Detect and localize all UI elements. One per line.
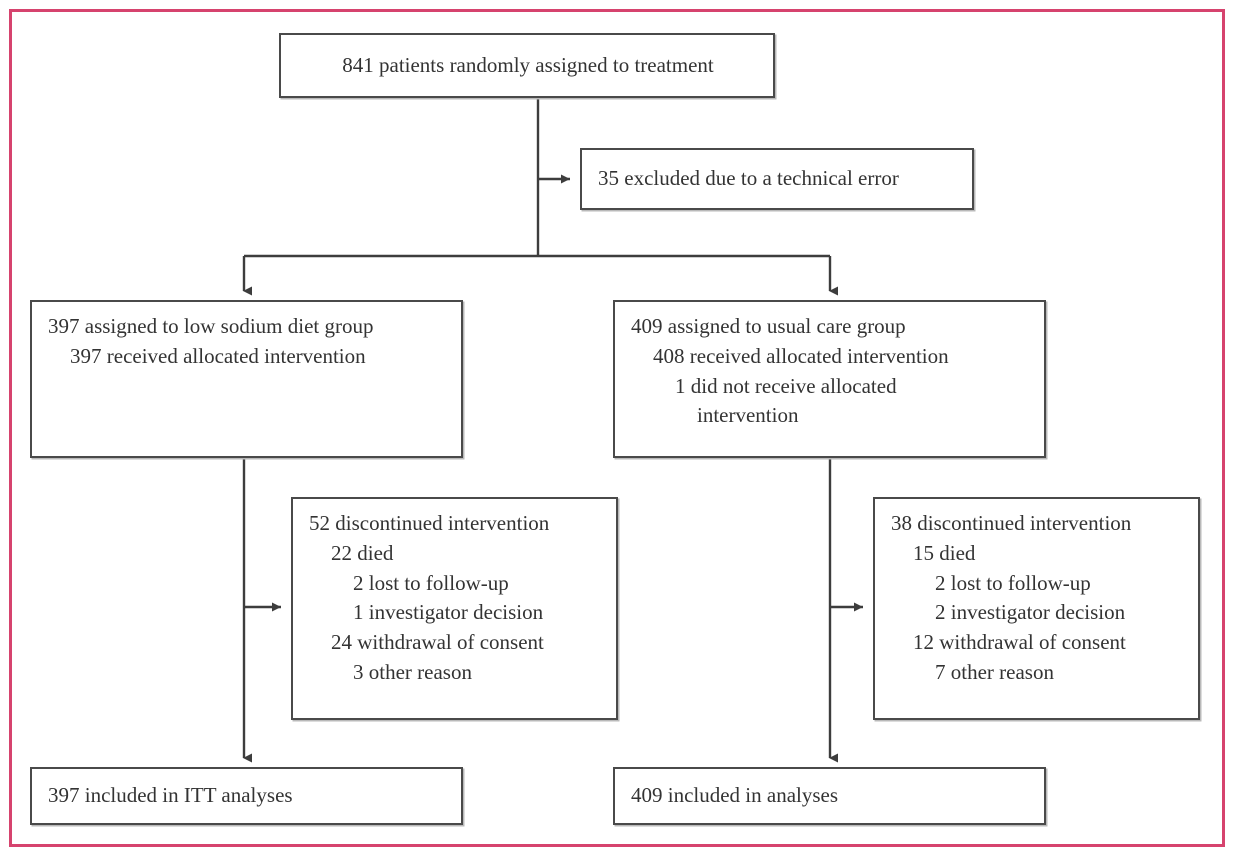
randomised-label: 841 patients randomly assigned to treatm… [342, 52, 714, 77]
discontinued-right-line-2: 15 died [913, 540, 976, 565]
allocation-right-line-3: 1 did not receive allocated [675, 373, 897, 398]
allocation-right-line-2: 408 received allocated intervention [653, 343, 949, 368]
node-analysis-usual-care: 409 included in analyses [613, 767, 1046, 825]
allocation-left-line-2: 397 received allocated intervention [70, 343, 366, 368]
discontinued-right-line-5: 12 withdrawal of consent [913, 630, 1126, 655]
node-randomised: 841 patients randomly assigned to treatm… [279, 33, 775, 98]
node-discontinued-low-sodium-diet: 52 discontinued intervention 22 died 2 l… [291, 497, 618, 720]
discontinued-left-line-4: 1 investigator decision [353, 600, 544, 625]
node-allocation-low-sodium-diet: 397 assigned to low sodium diet group 39… [30, 300, 463, 458]
discontinued-right-line-3: 2 lost to follow-up [935, 570, 1091, 595]
discontinued-left-line-2: 22 died [331, 540, 394, 565]
node-discontinued-usual-care: 38 discontinued intervention 15 died 2 l… [873, 497, 1200, 720]
excluded-label: 35 excluded due to a technical error [598, 166, 899, 191]
allocation-left-line-1: 397 assigned to low sodium diet group [48, 314, 374, 338]
analysis-right-label: 409 included in analyses [631, 783, 839, 808]
discontinued-right-line-6: 7 other reason [935, 660, 1054, 685]
discontinued-left-line-3: 2 lost to follow-up [353, 570, 509, 595]
discontinued-right-line-4: 2 investigator decision [935, 600, 1126, 625]
discontinued-left-line-1: 52 discontinued intervention [309, 511, 550, 535]
discontinued-left-line-6: 3 other reason [353, 660, 472, 685]
allocation-right-line-1: 409 assigned to usual care group [631, 314, 906, 338]
discontinued-left-line-5: 24 withdrawal of consent [331, 630, 544, 655]
analysis-left-label: 397 included in ITT analyses [48, 783, 293, 808]
node-analysis-itt: 397 included in ITT analyses [30, 767, 463, 825]
allocation-right-line-4: intervention [697, 403, 799, 428]
node-excluded: 35 excluded due to a technical error [580, 148, 974, 210]
node-allocation-usual-care: 409 assigned to usual care group 408 rec… [613, 300, 1046, 458]
discontinued-right-line-1: 38 discontinued intervention [891, 511, 1132, 535]
